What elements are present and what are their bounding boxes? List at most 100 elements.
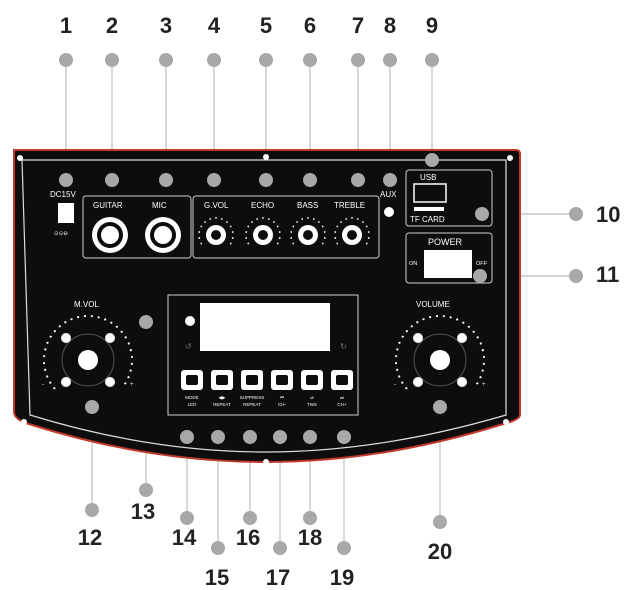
control-button-4[interactable]: ⏮ CH- bbox=[271, 370, 293, 407]
callout-marker-14 bbox=[180, 511, 194, 525]
control-button-6[interactable]: ⏭CH+ bbox=[331, 370, 353, 407]
panel-inner-border bbox=[21, 159, 507, 453]
target-marker-5 bbox=[259, 173, 273, 187]
gvol-label: G.VOL bbox=[204, 201, 229, 210]
target-marker-2 bbox=[105, 173, 119, 187]
callout-marker-12 bbox=[85, 503, 99, 517]
callout-number-16: 16 bbox=[236, 525, 260, 550]
bass-knob[interactable] bbox=[290, 217, 326, 245]
target-marker-4 bbox=[207, 173, 221, 187]
callout-number-4: 4 bbox=[208, 13, 221, 38]
callout-marker-5 bbox=[259, 53, 273, 67]
target-marker-17 bbox=[273, 430, 287, 444]
power-switch[interactable] bbox=[424, 250, 472, 278]
button-top-label: ⏯ bbox=[310, 395, 314, 400]
treble-label: TREBLE bbox=[334, 201, 365, 210]
target-marker-6 bbox=[303, 173, 317, 187]
callout-marker-9 bbox=[425, 53, 439, 67]
target-marker-3 bbox=[159, 173, 173, 187]
svg-text:+: + bbox=[482, 382, 486, 388]
power-box bbox=[405, 232, 493, 284]
callout-marker-20 bbox=[433, 515, 447, 529]
power-label: POWER bbox=[428, 237, 463, 247]
echo-label: ECHO bbox=[251, 201, 274, 210]
aux-jack[interactable] bbox=[384, 207, 394, 217]
button-top-label: ⏮ bbox=[280, 395, 284, 400]
svg-text:-: - bbox=[394, 382, 396, 388]
input-group-box bbox=[82, 195, 192, 259]
target-marker-18 bbox=[303, 430, 317, 444]
usb-port[interactable] bbox=[413, 183, 447, 203]
callout-marker-15 bbox=[211, 541, 225, 555]
callout-number-14: 14 bbox=[172, 525, 197, 550]
volume-label: VOLUME bbox=[416, 300, 450, 309]
callout-marker-11 bbox=[569, 269, 583, 283]
treble-knob[interactable] bbox=[334, 217, 370, 245]
guitar-jack[interactable] bbox=[92, 217, 128, 253]
button-top-label: SUPPRESS bbox=[240, 395, 265, 400]
on-label: ON bbox=[409, 261, 417, 267]
button-bottom-label: LED bbox=[188, 402, 198, 407]
callout-number-18: 18 bbox=[298, 525, 322, 550]
usb-tf-box bbox=[405, 169, 493, 227]
svg-text:-: - bbox=[42, 382, 44, 388]
button-top-label: ◀▶ bbox=[219, 395, 226, 400]
target-marker-8 bbox=[383, 173, 397, 187]
bass-label: BASS bbox=[297, 201, 318, 210]
guitar-label: GUITAR bbox=[93, 201, 123, 210]
button-bottom-label: TWS bbox=[307, 402, 317, 407]
callout-marker-3 bbox=[159, 53, 173, 67]
gvol-knob[interactable] bbox=[198, 217, 234, 245]
mic-jack[interactable] bbox=[145, 217, 181, 253]
callout-number-11: 11 bbox=[596, 262, 619, 287]
callout-marker-8 bbox=[383, 53, 397, 67]
mic-label: MIC bbox=[152, 201, 167, 210]
callout-marker-18 bbox=[303, 511, 317, 525]
callout-number-19: 19 bbox=[330, 565, 354, 590]
callout-number-15: 15 bbox=[205, 565, 229, 590]
callout-marker-19 bbox=[337, 541, 351, 555]
button-bottom-label: REPEAT bbox=[243, 402, 261, 407]
usb-label: USB bbox=[420, 173, 436, 182]
callout-number-7: 7 bbox=[352, 13, 364, 38]
right-arrow-icon: ↻ bbox=[340, 342, 347, 351]
target-marker-20 bbox=[433, 400, 447, 414]
target-marker-10 bbox=[475, 207, 489, 221]
callout-number-12: 12 bbox=[78, 525, 102, 550]
callout-marker-17 bbox=[273, 541, 287, 555]
mvol-label: M.VOL bbox=[74, 300, 99, 309]
callout-number-3: 3 bbox=[160, 13, 172, 38]
volume-knob[interactable]: -+ bbox=[394, 315, 486, 390]
callout-number-20: 20 bbox=[428, 539, 452, 564]
tfcard-label: TF CARD bbox=[410, 215, 445, 224]
callout-marker-10 bbox=[569, 207, 583, 221]
panel-corner-dots bbox=[17, 154, 513, 465]
callout-marker-6 bbox=[303, 53, 317, 67]
button-top-label: ⏭ bbox=[340, 395, 344, 400]
control-button-3[interactable]: SUPPRESS REPEAT bbox=[240, 370, 265, 407]
callout-marker-4 bbox=[207, 53, 221, 67]
control-button-5[interactable]: ⏯ TWS bbox=[301, 370, 323, 407]
target-marker-7 bbox=[351, 173, 365, 187]
tf-card-slot[interactable] bbox=[414, 207, 444, 211]
callout-number-6: 6 bbox=[304, 13, 316, 38]
target-marker-11 bbox=[473, 269, 487, 283]
mvol-knob[interactable]: -+ bbox=[42, 315, 134, 390]
callout-number-9: 9 bbox=[426, 13, 438, 38]
off-label: OFF bbox=[476, 261, 488, 267]
callout-marker-7 bbox=[351, 53, 365, 67]
callout-number-13: 13 bbox=[131, 499, 155, 524]
display-module-box bbox=[167, 294, 359, 416]
button-bottom-label: REPEAT bbox=[213, 402, 231, 407]
dc-jack[interactable] bbox=[58, 203, 74, 223]
echo-knob[interactable] bbox=[245, 217, 281, 245]
target-marker-19 bbox=[337, 430, 351, 444]
callout-marker-16 bbox=[243, 511, 257, 525]
ir-receiver bbox=[185, 316, 195, 326]
control-button-2[interactable]: ◀▶ REPEAT bbox=[211, 370, 233, 407]
target-marker-12 bbox=[85, 400, 99, 414]
target-marker-1 bbox=[59, 173, 73, 187]
callout-number-17: 17 bbox=[266, 565, 290, 590]
button-bottom-label: CH- bbox=[278, 402, 286, 407]
